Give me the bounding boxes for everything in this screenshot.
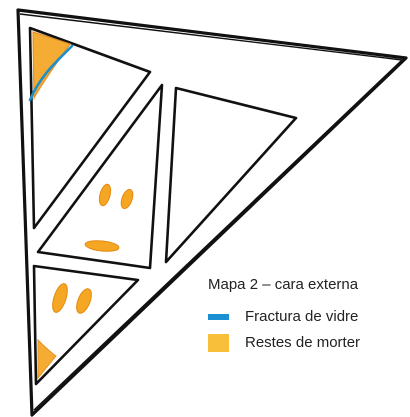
mortar-spot-center-3: [84, 240, 120, 252]
mortar-spot-bottom-2: [76, 288, 92, 314]
legend-title: Mapa 2 – cara externa: [208, 276, 359, 293]
mortar-spot-center-2: [120, 188, 134, 210]
glass-fracture-line: [28, 44, 74, 102]
legend-item-fracture: Fractura de vidre: [208, 307, 360, 327]
mortar-spot-bottom-1: [52, 283, 68, 313]
mortar-residue-bottom-corner: [37, 338, 57, 380]
legend-item-mortar: Restes de morter: [208, 333, 360, 353]
pane-right: [164, 86, 298, 264]
mortar-spot-center-1: [98, 183, 112, 207]
fracture-label: Fractura de vidre: [245, 308, 359, 325]
outer-frame: [16, 8, 408, 417]
pane-center: [36, 83, 164, 270]
outer-frame-inner-stroke: [19, 13, 403, 411]
mortar-swatch: [208, 334, 229, 352]
legend: Mapa 2 – cara externa Fractura de vidre …: [208, 276, 360, 359]
fracture-swatch: [208, 314, 229, 320]
pane-top-left: [28, 26, 152, 230]
pane-bottom-left: [32, 264, 140, 386]
mortar-label: Restes de morter: [245, 334, 361, 351]
